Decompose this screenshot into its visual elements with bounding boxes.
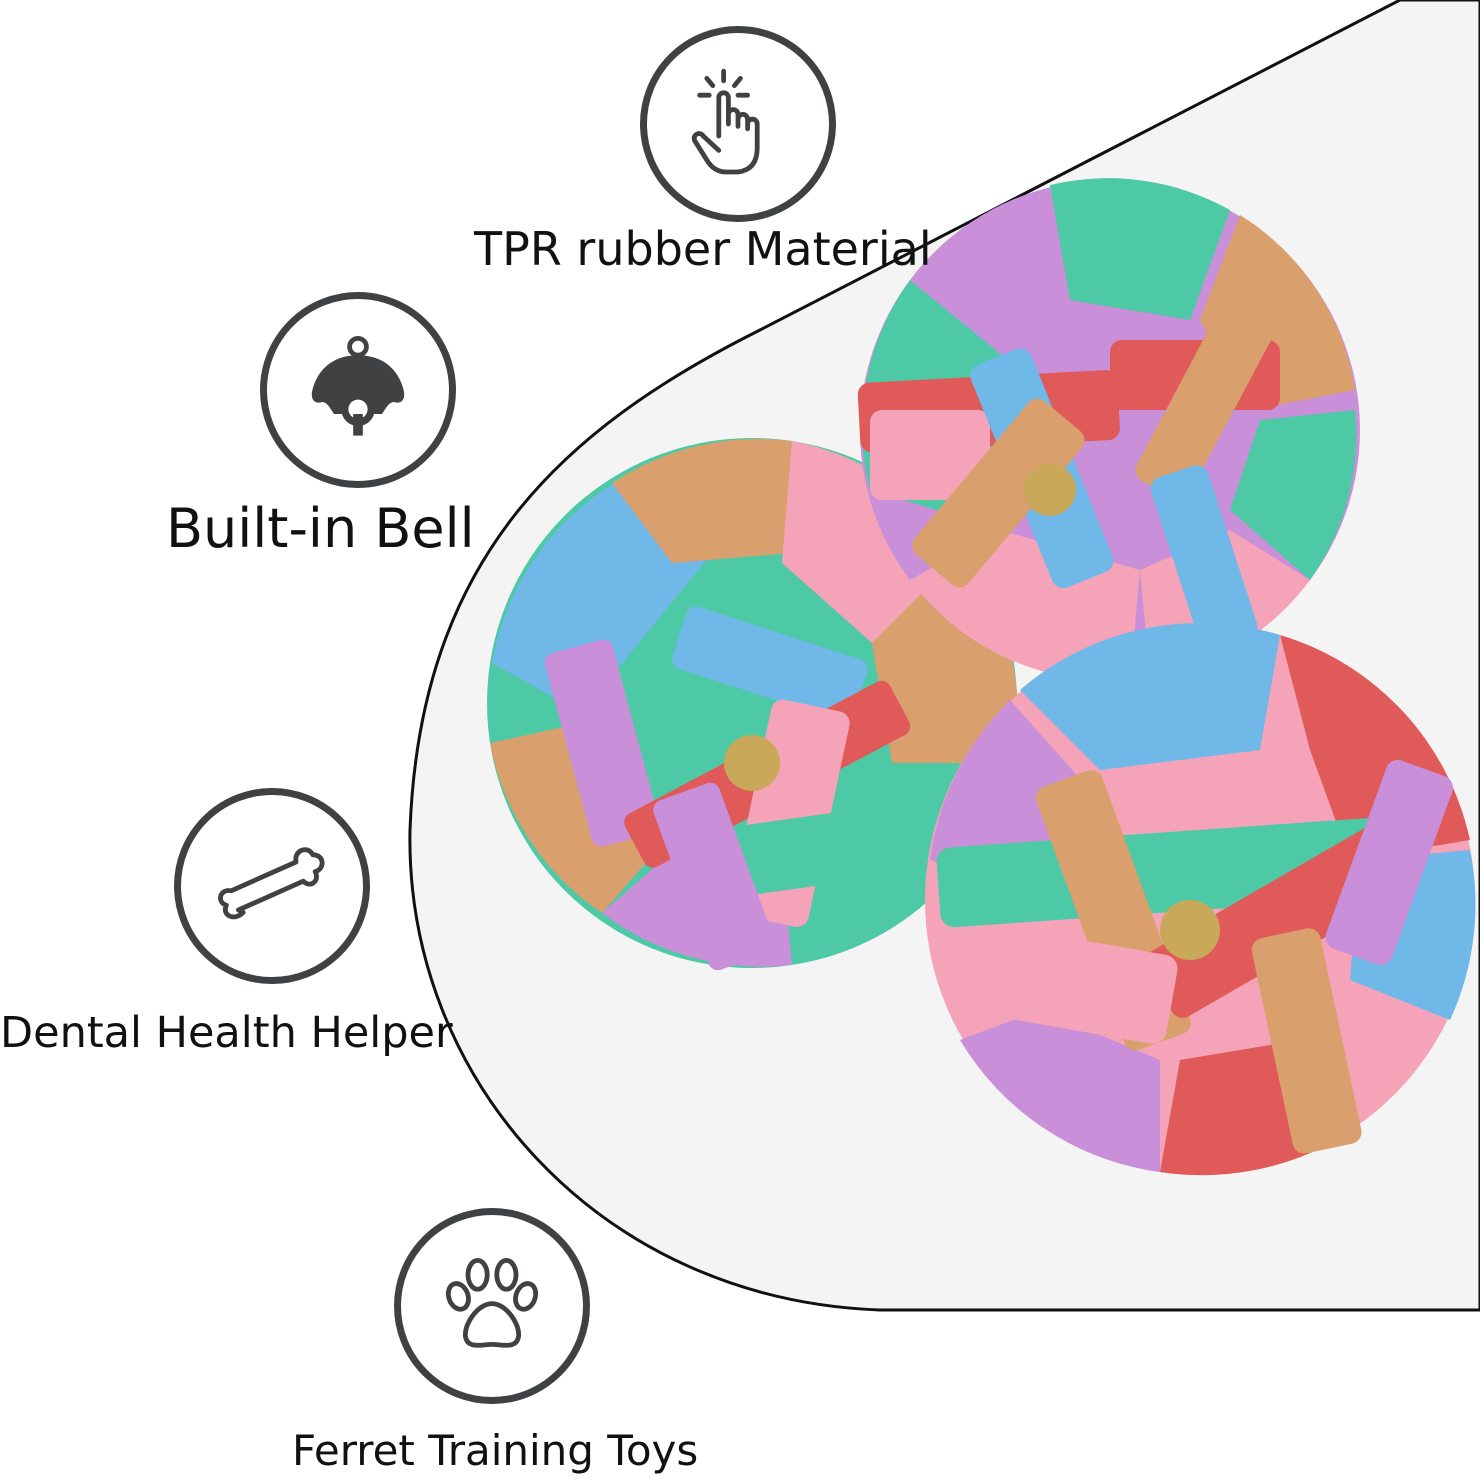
paw-print-icon — [394, 1208, 590, 1404]
feature-label-tpr: TPR rubber Material — [474, 222, 932, 276]
bone-glyph — [218, 847, 325, 920]
bell-glyph — [311, 336, 405, 436]
ball-left — [487, 438, 1019, 971]
paw-glyph — [445, 1258, 539, 1348]
feature-label-ferret: Ferret Training Toys — [292, 1426, 699, 1475]
bone-icon — [174, 788, 370, 984]
feature-label-dental: Dental Health Helper — [0, 1008, 453, 1058]
tap-finger-icon — [640, 26, 836, 222]
ball-top — [857, 178, 1360, 681]
feature-label-bell: Built-in Bell — [166, 497, 475, 560]
tap-finger-glyph — [691, 68, 760, 175]
ball-bottom-right — [925, 623, 1476, 1176]
bell-icon — [260, 292, 456, 488]
